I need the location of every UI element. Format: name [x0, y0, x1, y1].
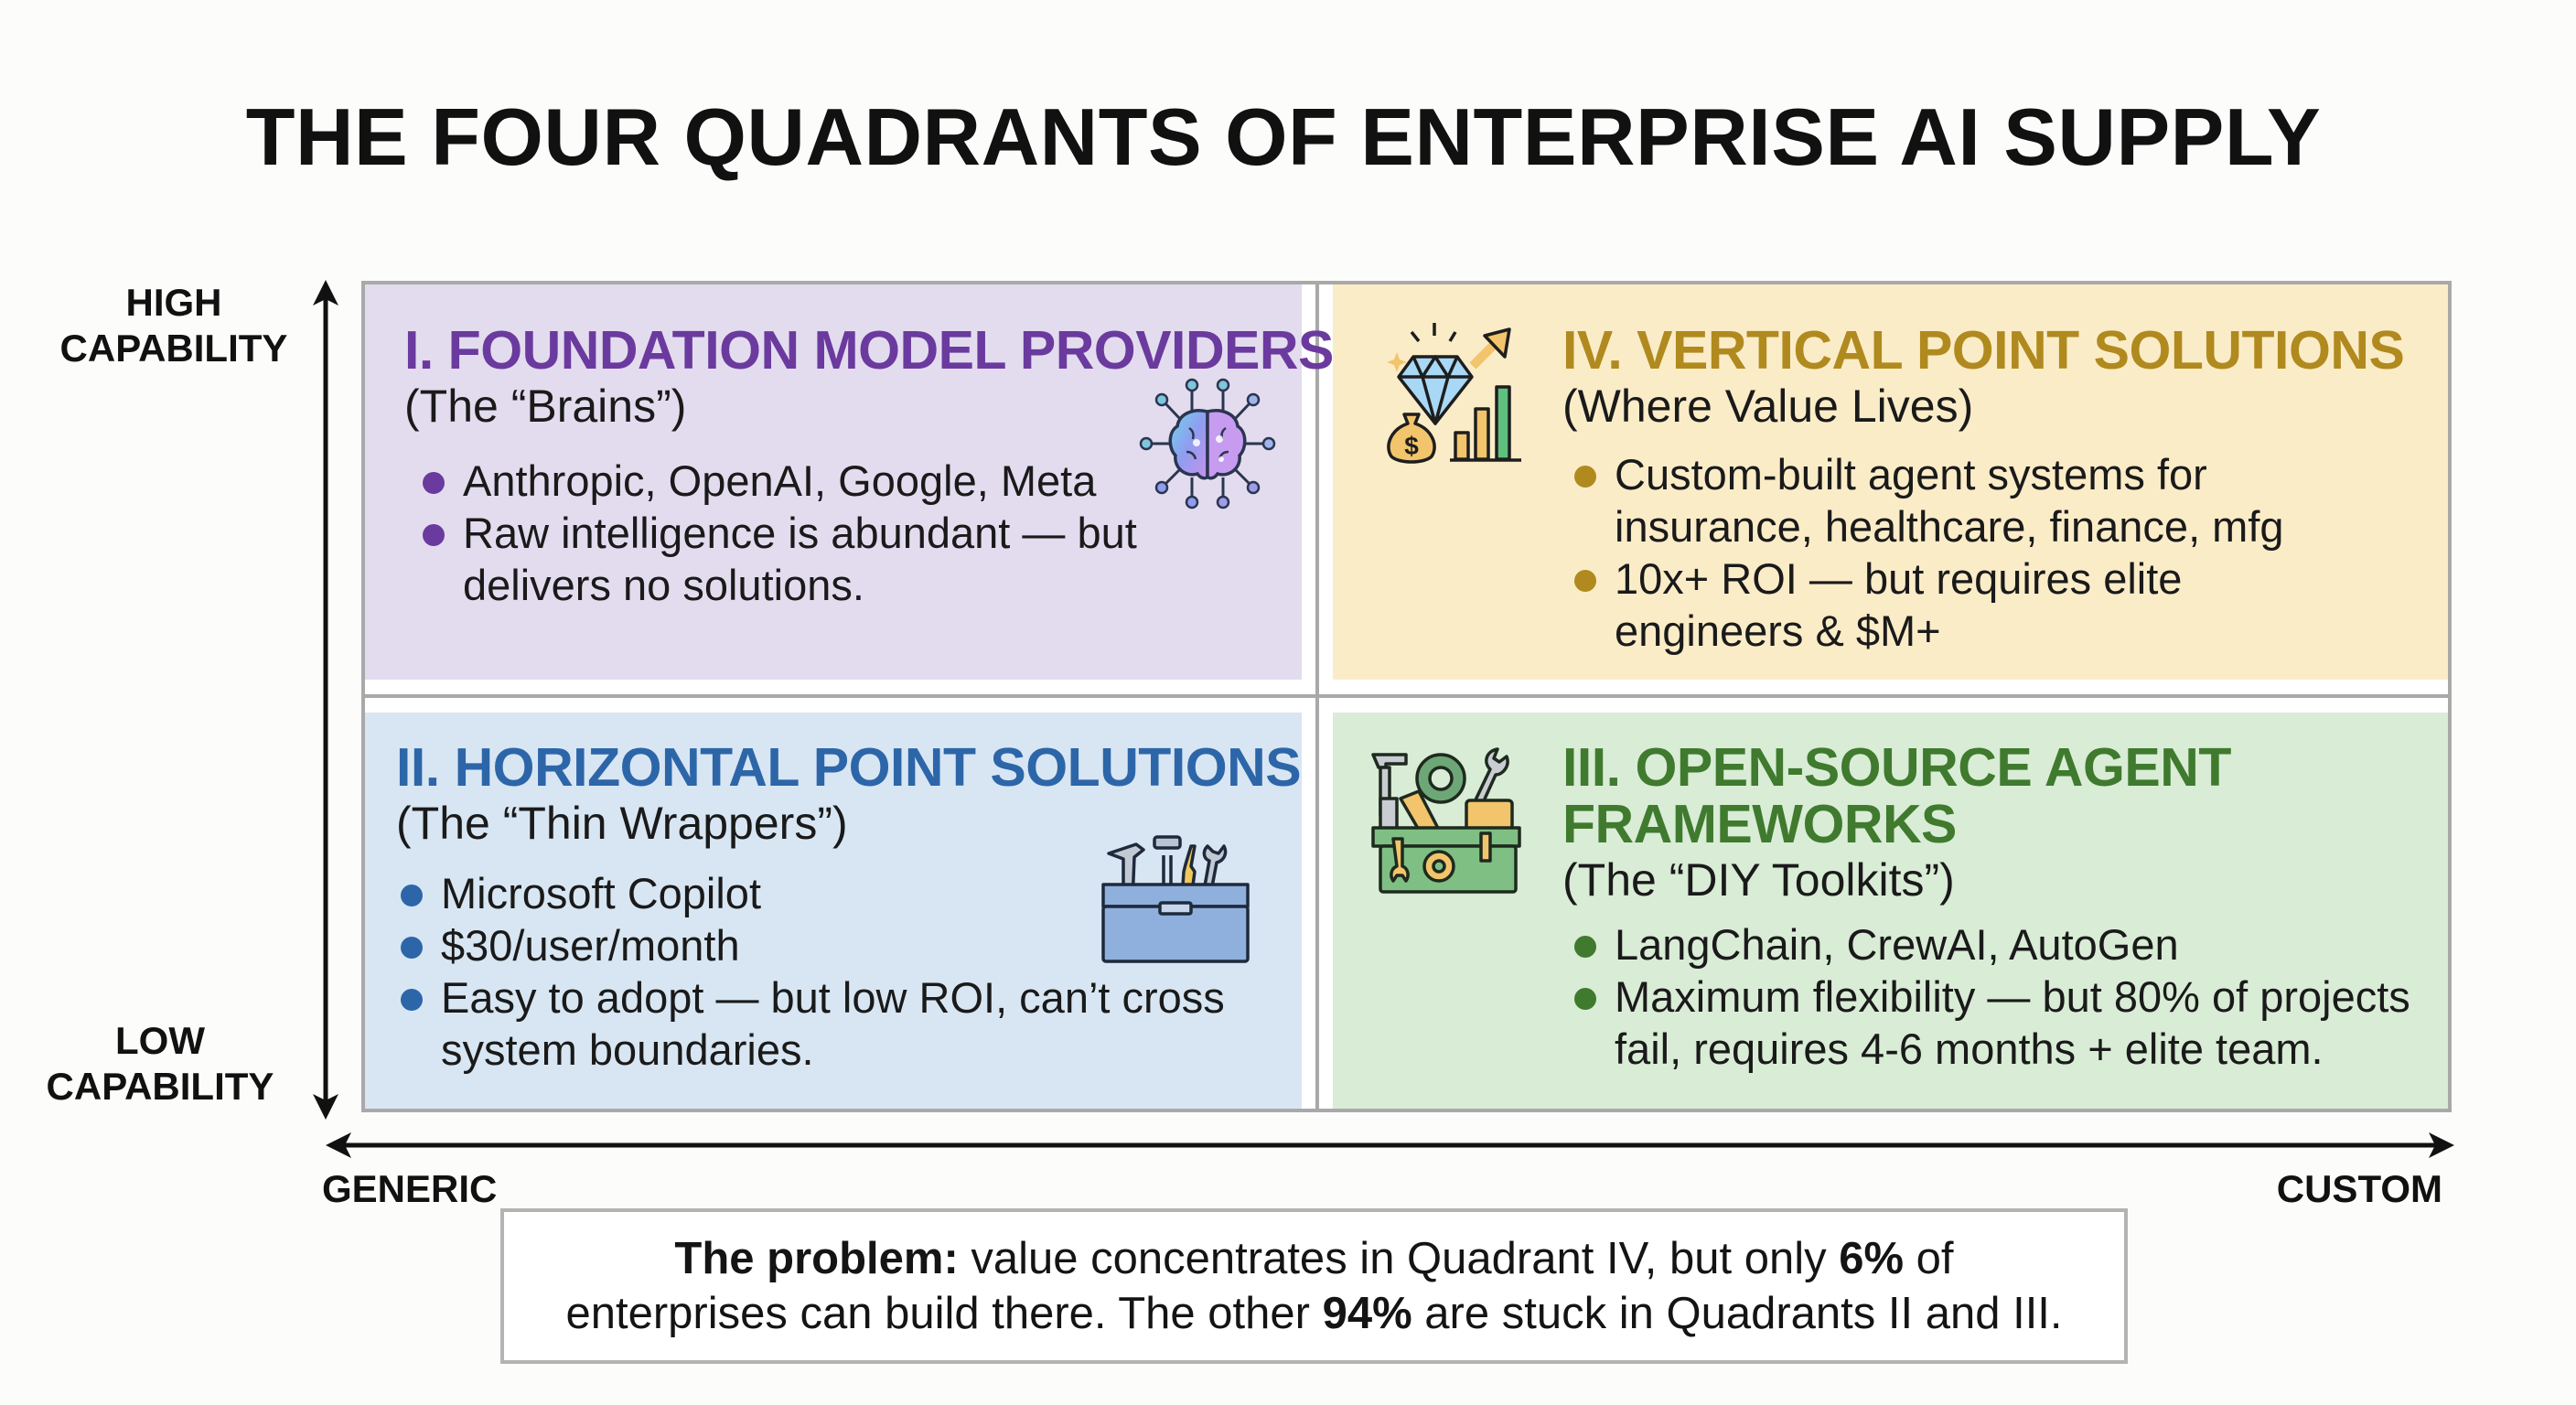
bullet-text: LangChain, CrewAI, AutoGen — [1615, 920, 2179, 969]
brain-network-icon — [1139, 378, 1276, 509]
bullet-dot — [423, 472, 445, 494]
problem-caption-box: The problem: value concentrates in Quadr… — [500, 1208, 2128, 1364]
bullet-text-cont: engineers & $M+ — [1615, 606, 1941, 655]
svg-text:$: $ — [1404, 432, 1419, 460]
diamond-growth-icon: $ — [1387, 323, 1521, 464]
quadrant-2: II. HORIZONTAL POINT SOLUTIONS (The “Thi… — [396, 737, 1302, 1076]
x-axis-custom-label: CUSTOM — [2276, 1167, 2442, 1210]
toolbox-icon — [1101, 835, 1250, 963]
quadrant-3-heading-line2: FRAMEWORKS — [1562, 794, 1957, 854]
quadrant-4-heading: IV. VERTICAL POINT SOLUTIONS — [1562, 320, 2405, 381]
bullet-item: $30/user/month — [401, 919, 1301, 971]
bullet-text: Anthropic, OpenAI, Google, Meta — [463, 456, 1097, 505]
caption-text: are stuck in Quadrants II and III. — [1411, 1289, 2063, 1338]
quadrant-3-panel — [1333, 713, 2448, 1109]
quadrant-4-subtitle: (Where Value Lives) — [1562, 381, 1974, 432]
quadrant-3: III. OPEN-SOURCE AGENT FRAMEWORKS (The “… — [1562, 739, 2410, 1075]
quadrant-1-subtitle: (The “Brains”) — [404, 381, 687, 432]
bullet-text-cont: system boundaries. — [441, 1025, 814, 1074]
bullet-text-cont: insurance, healthcare, finance, mfg — [1615, 502, 2284, 551]
bullet-text: Microsoft Copilot — [441, 869, 761, 917]
bullet-item: Anthropic, OpenAI, Google, Meta — [423, 455, 1334, 507]
quadrant-1-heading: I. FOUNDATION MODEL PROVIDERS — [404, 320, 1334, 381]
low-label-line2: CAPABILITY — [46, 1065, 274, 1108]
quadrant-3-subtitle: (The “DIY Toolkits”) — [1562, 854, 1955, 906]
high-label-line1: HIGH — [125, 281, 222, 324]
bullet-item: Maximum flexibility — but 80% of project… — [1574, 971, 2410, 1075]
quadrant-1-panel — [365, 284, 1302, 680]
bullet-dot — [1574, 988, 1596, 1010]
bullet-item: Easy to adopt — but low ROI, can’t cross… — [401, 971, 1301, 1076]
caption-pct-6: 6% — [1839, 1234, 1905, 1283]
horizontal-divider — [361, 694, 2452, 698]
bullet-text: Easy to adopt — but low ROI, can’t cross — [441, 973, 1225, 1022]
y-axis-low-label: LOW CAPABILITY — [23, 1018, 297, 1110]
caption-text: of — [1904, 1234, 1954, 1283]
quadrant-4: IV. VERTICAL POINT SOLUTIONS (Where Valu… — [1562, 320, 2405, 657]
quadrant-4-bullets: Custom-built agent systems for insurance… — [1562, 448, 2404, 657]
caption-lead: The problem: — [674, 1234, 959, 1283]
high-label-line2: CAPABILITY — [59, 327, 288, 370]
bullet-dot — [1574, 466, 1596, 488]
bullet-item: LangChain, CrewAI, AutoGen — [1574, 918, 2410, 971]
caption-text: enterprises can build there. The other — [565, 1289, 1323, 1338]
bullet-text-cont: fail, requires 4-6 months + elite team. — [1615, 1024, 2324, 1073]
y-axis-high-label: HIGH CAPABILITY — [37, 280, 311, 371]
caption-pct-94: 94% — [1322, 1289, 1412, 1338]
page-title: THE FOUR QUADRANTS OF ENTERPRISE AI SUPP… — [245, 91, 2322, 182]
bullet-item: 10x+ ROI — but requires elite engineers … — [1574, 552, 2404, 657]
problem-caption-text: The problem: value concentrates in Quadr… — [565, 1231, 2062, 1341]
quadrant-2-heading: II. HORIZONTAL POINT SOLUTIONS — [396, 737, 1302, 798]
bullet-text: Raw intelligence is abundant — but — [463, 509, 1137, 557]
quadrant-1-bullets: Anthropic, OpenAI, Google, Meta Raw inte… — [404, 455, 1334, 611]
y-axis-arrow — [313, 280, 338, 1120]
bullet-dot — [401, 937, 423, 959]
quadrant-3-heading-line1: III. OPEN-SOURCE AGENT — [1562, 737, 2231, 798]
bullet-dot — [401, 989, 423, 1011]
bullet-item: Raw intelligence is abundant — but deliv… — [423, 507, 1334, 611]
bullet-text: 10x+ ROI — but requires elite — [1615, 554, 2183, 603]
caption-text: value concentrates in Quadrant IV, but o… — [958, 1234, 1840, 1283]
x-axis-arrow — [326, 1132, 2454, 1158]
bullet-dot — [1574, 570, 1596, 592]
quadrant-3-bullets: LangChain, CrewAI, AutoGen Maximum flexi… — [1562, 918, 2410, 1075]
quadrant-2-subtitle: (The “Thin Wrappers”) — [396, 798, 848, 849]
bullet-dot — [401, 885, 423, 906]
low-label-line1: LOW — [115, 1019, 205, 1062]
bullet-text: $30/user/month — [441, 921, 740, 970]
bullet-item: Custom-built agent systems for insurance… — [1574, 448, 2404, 552]
bullet-item: Microsoft Copilot — [401, 867, 1301, 919]
quadrant-2-bullets: Microsoft Copilot $30/user/month Easy to… — [396, 867, 1301, 1076]
bullet-dot — [1574, 936, 1596, 958]
bullet-dot — [423, 524, 445, 546]
bullet-text: Custom-built agent systems for — [1615, 450, 2207, 499]
bullet-text-cont: delivers no solutions. — [463, 561, 864, 609]
diy-toolkit-icon — [1371, 747, 1521, 894]
x-axis-generic-label: GENERIC — [322, 1167, 498, 1210]
quadrant-1: I. FOUNDATION MODEL PROVIDERS (The “Brai… — [404, 322, 1334, 611]
quadrant-4-panel — [1333, 284, 2448, 680]
bullet-text: Maximum flexibility — but 80% of project… — [1615, 972, 2410, 1021]
